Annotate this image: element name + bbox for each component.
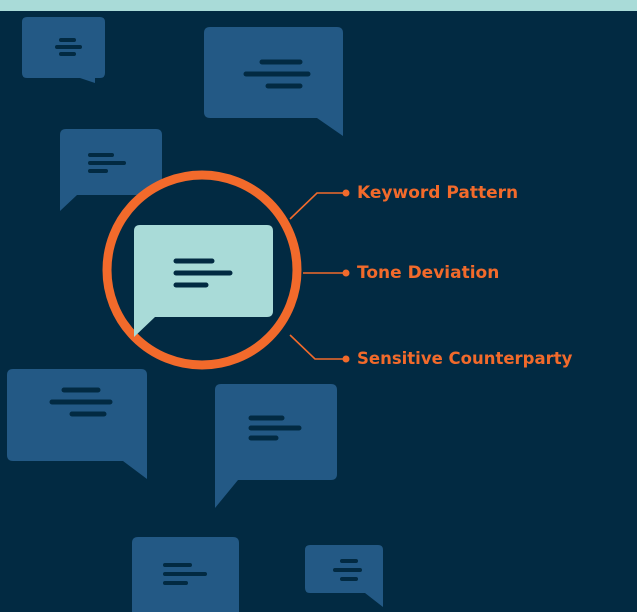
top-band [0,0,637,11]
text-lines-icon [333,559,362,581]
chat-bubble-icon [134,225,273,337]
chat-bubble-icon [132,537,239,612]
connector-keyword-pattern [289,192,346,220]
chat-bubble-icon [22,17,105,83]
chat-bubble-icon [204,27,343,136]
text-lines-icon [88,153,126,173]
callout-dots [342,189,350,363]
chat-bubble-icon [215,384,337,508]
chat-bubble-icon [7,369,147,479]
chat-bubble-icon [60,129,162,211]
label-sensitive-counterparty: Sensitive Counterparty [357,349,573,368]
connector-dot [342,189,350,197]
text-lines-icon [173,258,233,288]
text-lines-icon [49,387,113,417]
text-lines-icon [243,59,311,89]
connector-dot [342,269,350,277]
text-lines-icon [163,563,207,585]
text-lines-icon [55,38,82,56]
connector-dot [342,355,350,363]
label-tone-deviation: Tone Deviation [357,263,500,283]
callout-connectors [289,192,346,360]
connector-sensitive-counterparty [289,334,346,360]
chat-bubble-icon [305,545,383,607]
label-keyword-pattern: Keyword Pattern [357,183,519,203]
text-lines-icon [248,415,302,441]
